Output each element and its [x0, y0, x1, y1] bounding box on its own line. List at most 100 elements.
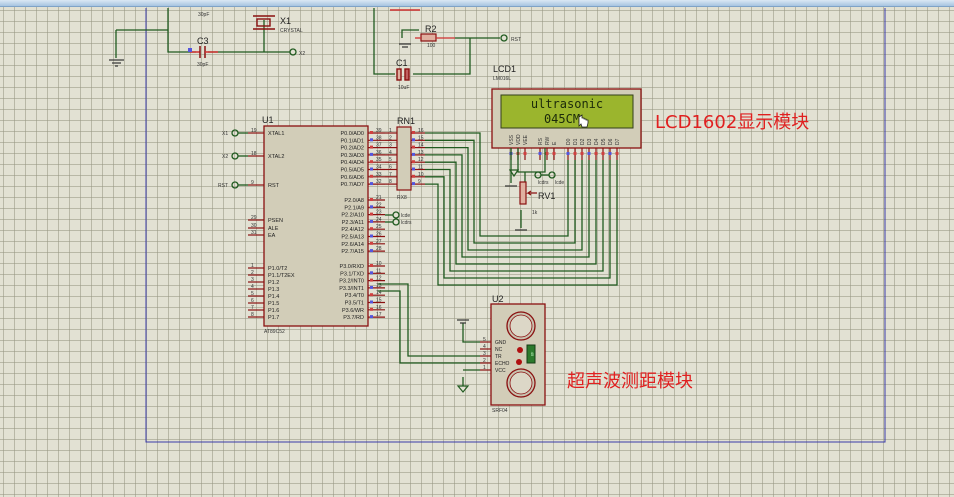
p2-pin-name: P2.7/A15	[341, 249, 364, 255]
p0-pin-name: P0.3/AD3	[340, 153, 364, 159]
data-bus-wires[interactable]	[425, 132, 618, 286]
bus-wire	[425, 160, 611, 279]
pin-marker	[587, 152, 591, 155]
u2-pin-number: 1	[483, 365, 486, 371]
capacitor-c1[interactable]	[396, 68, 410, 81]
p2-pin-name: P2.2/A10	[341, 213, 364, 219]
rn1-pin-number: 6	[389, 165, 392, 171]
u2-pin-number: 4	[483, 344, 486, 350]
x2-terminal[interactable]	[289, 48, 297, 56]
u2-pin-number: 2	[483, 358, 486, 364]
pin-marker	[608, 152, 612, 155]
u2-pin-name: TR	[495, 354, 502, 360]
mcu-pin-number: 4	[251, 284, 254, 290]
pin-marker	[370, 234, 373, 238]
u2-wiring[interactable]	[378, 283, 480, 386]
mcu-part: AT89C52	[264, 329, 285, 335]
mcu-pin-name: P1.6	[268, 308, 279, 314]
pin-marker	[370, 241, 373, 245]
rn1-pin-number: 13	[418, 150, 424, 156]
lcd-control-wiring[interactable]	[510, 148, 556, 228]
rn1-pin-number: 12	[418, 157, 424, 163]
mcu-pin-name: EA	[268, 233, 276, 239]
schematic-canvas[interactable]	[0, 7, 954, 497]
mcu-pin-number: 29	[251, 215, 257, 221]
resistor-r2[interactable]	[420, 33, 437, 42]
mcu-pin-name: ALE	[268, 226, 279, 232]
lcde-terminal-label-2: lcde	[555, 180, 564, 186]
p3-pin-name: P3.3/INT1	[339, 286, 364, 292]
pin-marker	[370, 300, 373, 304]
u2-part: SRF04	[492, 408, 508, 414]
mcu-terminals[interactable]	[231, 129, 248, 189]
x1-terminal-label: X1	[222, 131, 228, 137]
p3-pin-name: P3.6/WR	[342, 308, 364, 314]
crystal-x1[interactable]	[253, 15, 275, 30]
mcu-chip[interactable]	[263, 125, 369, 327]
rn1-pin-number: 10	[418, 172, 424, 178]
ultrasonic-module-annotation: 超声波测距模块	[567, 371, 693, 392]
lcd-pin-name: RS	[538, 137, 544, 145]
mcu-pin-name: P1.5	[268, 301, 279, 307]
reset-circuit[interactable]	[373, 8, 500, 75]
mcu-pin-name: XTAL2	[268, 154, 284, 160]
rn1-pin-number: 5	[389, 157, 392, 163]
pin-marker	[412, 167, 415, 171]
mcu-pin-number: 32	[376, 179, 382, 185]
mcu-pin-number: 23	[376, 210, 382, 216]
pin-marker	[370, 160, 373, 164]
lcd-module-annotation: LCD1602显示模块	[655, 112, 810, 133]
pin-marker	[523, 152, 527, 155]
rst-terminal[interactable]	[500, 34, 508, 42]
rn1-pin-number: 3	[389, 143, 392, 149]
p0-pin-name: P0.4/AD4	[340, 160, 364, 166]
mcu-pin-name: P1.1/T2EX	[268, 273, 295, 279]
x1-value: CRYSTAL	[280, 28, 303, 34]
pin-marker	[370, 145, 373, 149]
rn1-pin-number: 2	[389, 135, 392, 141]
mcu-pin-number: 36	[376, 150, 382, 156]
capacitor-c3[interactable]	[190, 46, 218, 58]
pin-marker	[545, 152, 549, 155]
mcu-pin-number: 19	[251, 128, 257, 134]
rn1-pin-number: 15	[418, 135, 424, 141]
c2-value: 30pF	[198, 12, 209, 18]
p3-pin-name: P3.2/INT0	[339, 279, 364, 285]
pin-marker	[370, 167, 373, 171]
x2-terminal-label: X2	[299, 51, 305, 57]
potentiometer-rv1[interactable]	[519, 181, 527, 205]
pin-marker	[412, 145, 415, 149]
lcd-pin-name: VEE	[523, 134, 529, 145]
mcu-pin-number: 5	[251, 291, 254, 297]
u2-ref: U2	[492, 294, 504, 304]
bus-wire	[425, 132, 569, 237]
rn1-pin-number: 16	[418, 128, 424, 134]
mcu-pin-number: 37	[376, 143, 382, 149]
r2-value: 100	[427, 43, 436, 49]
u2-pin-number: 5	[483, 337, 486, 343]
lcdrs-terminal-label: lcdrs	[401, 220, 412, 226]
pin-marker	[188, 48, 192, 52]
power-symbol-icon	[508, 169, 520, 178]
lcd-pin-name: D2	[580, 138, 586, 145]
lcd-pin-name: D6	[608, 138, 614, 145]
pin-marker	[370, 138, 373, 142]
p0-pin-name: P0.5/AD5	[340, 168, 364, 174]
mcu-pin-number: 9	[251, 180, 254, 186]
lcd-control-terminals[interactable]	[385, 211, 400, 226]
mcu-pin-number: 17	[376, 312, 382, 318]
lcd-screen	[500, 94, 634, 129]
mcu-pin-number: 16	[376, 305, 382, 311]
p0-pin-name: P0.0/AD0	[340, 131, 364, 137]
mcu-pin-number: 18	[251, 151, 257, 157]
mcu-pin-number: 7	[251, 305, 254, 311]
lcd-pin-name: D1	[573, 138, 579, 145]
oscillator-circuit[interactable]	[115, 8, 290, 58]
mcu-pin-number: 6	[251, 298, 254, 304]
pin-marker	[370, 131, 373, 134]
pin-marker	[370, 315, 373, 319]
pin-marker	[412, 152, 415, 156]
resistor-network-rn1[interactable]	[396, 126, 412, 191]
mcu-pin-name: XTAL1	[268, 131, 284, 137]
